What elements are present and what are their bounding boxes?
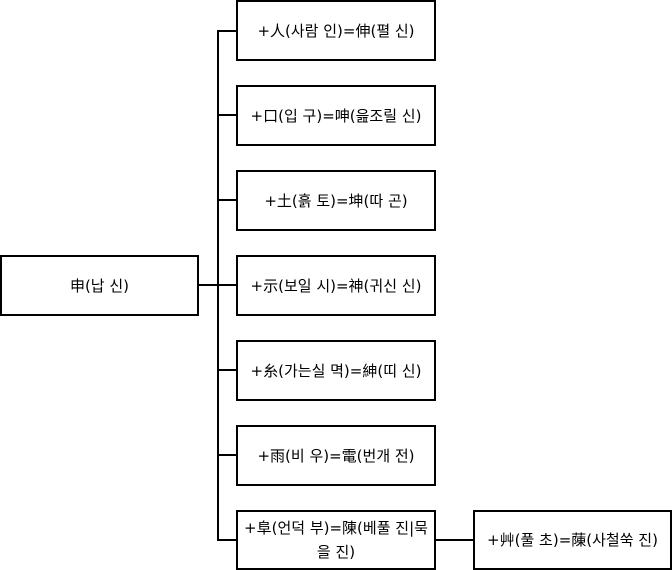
connector-to-grandchild (435, 539, 474, 541)
connector-branch-6 (217, 454, 237, 456)
child-node-4: +示(보일 시)=神(귀신 신) (236, 255, 436, 316)
connector-branch-3 (217, 199, 237, 201)
child-node-6: +雨(비 우)=電(번개 전) (236, 425, 436, 486)
child-node-1: +人(사람 인)=伸(펼 신) (236, 0, 436, 61)
child-node-label: +糸(가는실 멱)=紳(띠 신) (250, 361, 422, 380)
child-node-label: +土(흙 토)=坤(따 곤) (264, 191, 408, 210)
child-node-label: +口(입 구)=呻(읊조릴 신) (250, 106, 422, 125)
child-node-2: +口(입 구)=呻(읊조릴 신) (236, 85, 436, 146)
child-node-label: +阜(언덕 부)=陳(베풀 진|묵을 진) (244, 519, 428, 561)
child-node-5: +糸(가는실 멱)=紳(띠 신) (236, 340, 436, 401)
connector-branch-5 (217, 369, 237, 371)
root-node-label: 申(납 신) (69, 276, 130, 295)
child-node-label: +雨(비 우)=電(번개 전) (257, 446, 415, 465)
child-node-label: +示(보일 시)=神(귀신 신) (250, 276, 422, 295)
child-node-label: +人(사람 인)=伸(펼 신) (257, 21, 415, 40)
grandchild-node-label: +艸(풀 초)=蔯(사철쑥 진) (487, 531, 658, 549)
connector-branch-7 (217, 539, 237, 541)
connector-root-to-trunk (198, 284, 219, 286)
root-node: 申(납 신) (0, 255, 199, 316)
connector-branch-2 (217, 114, 237, 116)
connector-branch-4 (217, 284, 237, 286)
grandchild-node: +艸(풀 초)=蔯(사철쑥 진) (473, 510, 672, 570)
child-node-7: +阜(언덕 부)=陳(베풀 진|묵을 진) (236, 510, 436, 570)
connector-branch-1 (217, 30, 237, 32)
child-node-3: +土(흙 토)=坤(따 곤) (236, 170, 436, 231)
